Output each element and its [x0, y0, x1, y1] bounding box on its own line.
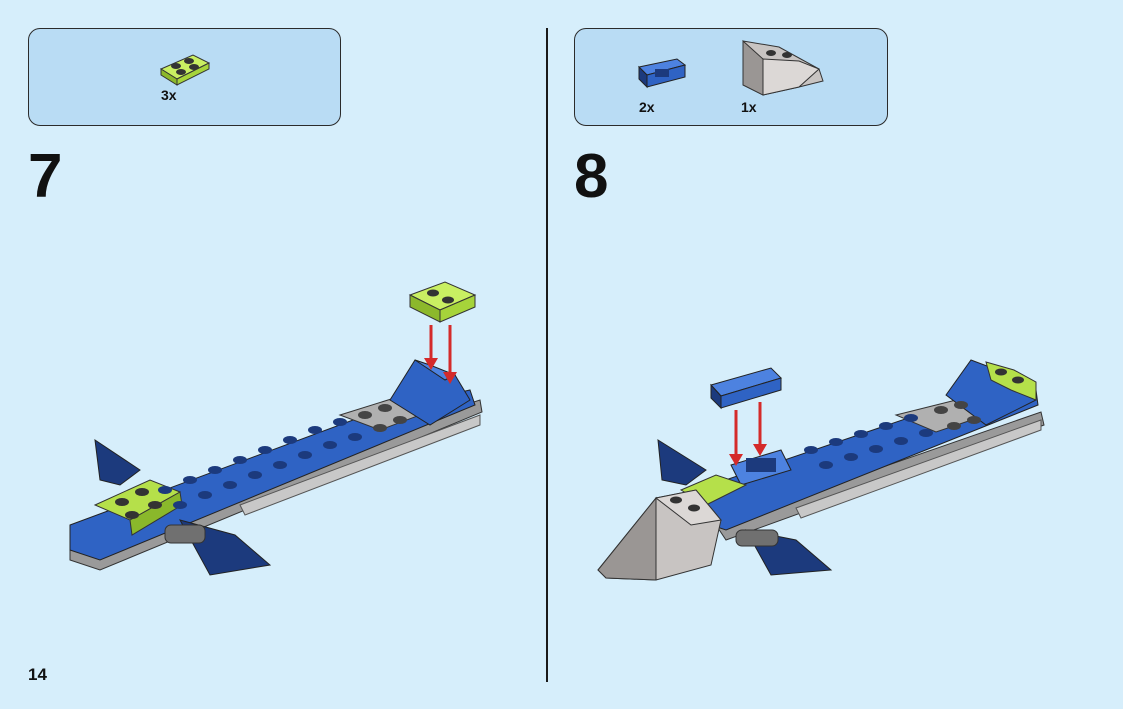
lime-plate-1x2-icon: [159, 54, 211, 86]
gray-nose-cone-icon: [742, 39, 824, 96]
center-divider: [546, 28, 548, 682]
page-number: 14: [28, 665, 47, 684]
step-7-parts-box: 3x: [28, 28, 341, 126]
step-number: 8: [574, 142, 608, 211]
part-quantity: 3x: [161, 87, 177, 103]
step-number: 7: [28, 142, 62, 211]
part-quantity: 1x: [741, 99, 757, 115]
step-8-parts-box: 2x 1x: [574, 28, 888, 126]
part-quantity: 2x: [639, 99, 655, 115]
step-8-assembly-illustration: [597, 359, 1045, 581]
step-7-assembly-illustration: [69, 281, 483, 576]
blue-clip-bar-icon: [637, 58, 687, 89]
